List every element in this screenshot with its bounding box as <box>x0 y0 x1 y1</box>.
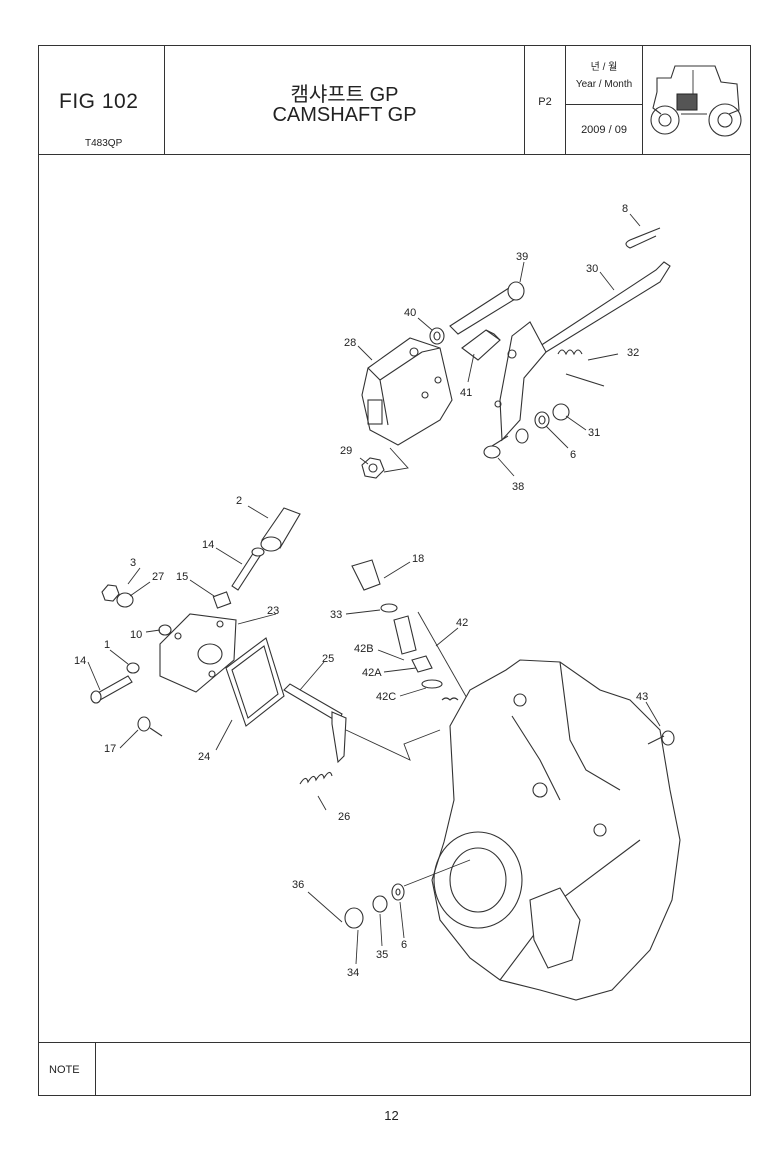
header-col-divider-4 <box>642 46 643 154</box>
washer-42c-part <box>421 679 443 689</box>
bolt-14-lower-part <box>90 675 133 704</box>
header-col-divider-3 <box>565 46 566 154</box>
nut-3-part <box>101 584 120 602</box>
title-english: CAMSHAFT GP <box>272 104 417 126</box>
bolt-38-part <box>483 435 509 459</box>
callout-42a: 42A <box>362 667 382 679</box>
callout-28: 28 <box>344 337 356 349</box>
callout-36: 36 <box>292 879 304 891</box>
washer-part <box>429 327 445 345</box>
callout-32: 32 <box>627 347 639 359</box>
page-code: P2 <box>538 96 552 108</box>
washer-6-lower-part <box>391 883 405 901</box>
callout-14-lower: 14 <box>74 655 86 667</box>
callout-6-lower: 6 <box>401 939 407 951</box>
note-label: NOTE <box>49 1064 80 1076</box>
oring-27-part <box>116 592 134 608</box>
callout-25: 25 <box>322 653 334 665</box>
title-korean: 캠샤프트 GP <box>290 84 399 106</box>
year-month-value: 2009 / 09 <box>581 124 627 136</box>
page-number: 12 <box>384 1108 399 1123</box>
spring-part <box>557 349 605 387</box>
callout-10: 10 <box>130 629 142 641</box>
callout-29: 29 <box>340 445 352 457</box>
callout-33: 33 <box>330 609 342 621</box>
callout-labels: 8 39 30 40 28 32 41 31 29 6 38 2 14 3 18… <box>74 203 648 979</box>
spring-26-part <box>299 771 333 785</box>
callout-43: 43 <box>636 691 648 703</box>
timing-case-part <box>431 659 681 1001</box>
year-month-label-ko: 년 / 월 <box>590 62 618 73</box>
lever-part <box>494 261 671 442</box>
callout-17: 17 <box>104 743 116 755</box>
leader-lines <box>87 213 661 965</box>
callout-38: 38 <box>512 481 524 493</box>
callout-35: 35 <box>376 949 388 961</box>
callout-2: 2 <box>236 495 242 507</box>
bolt-17-part <box>137 716 163 737</box>
ym-divider <box>565 104 642 105</box>
spring-42c-part <box>441 697 459 701</box>
page-frame: FIG 102 T483QP 캠샤프트 GP CAMSHAFT GP P2 년 … <box>38 45 751 1096</box>
callout-31: 31 <box>588 427 600 439</box>
cap-18-part <box>351 559 381 591</box>
plug-part-2 <box>260 507 301 552</box>
plate-23-part <box>159 613 237 693</box>
callout-30: 30 <box>586 263 598 275</box>
callout-6-upper: 6 <box>570 449 576 461</box>
callout-34: 34 <box>347 967 359 979</box>
washer-6-part <box>515 411 550 444</box>
callout-1: 1 <box>104 639 110 651</box>
fitting-part <box>461 329 501 361</box>
year-month-label-en: Year / Month <box>575 79 633 90</box>
note-col-divider <box>95 1042 96 1095</box>
callout-39: 39 <box>516 251 528 263</box>
shaft-25-part <box>283 683 347 764</box>
callout-18: 18 <box>412 553 424 565</box>
bolt-43-part <box>647 730 675 746</box>
nut-31-part <box>552 403 570 421</box>
rod-part <box>449 281 525 335</box>
nut-part <box>361 457 385 479</box>
callout-24: 24 <box>198 751 210 763</box>
governor-housing-part <box>361 337 453 446</box>
callout-27: 27 <box>152 571 164 583</box>
bushing-35-part <box>372 895 388 913</box>
callout-42c: 42C <box>376 691 396 703</box>
bearing-34-part <box>344 907 364 929</box>
fitting-15-part <box>212 591 232 609</box>
callout-40: 40 <box>404 307 416 319</box>
callout-23: 23 <box>267 605 279 617</box>
washer-33-part <box>380 603 398 613</box>
callout-3: 3 <box>130 557 136 569</box>
callout-14-upper: 14 <box>202 539 214 551</box>
header-divider <box>39 154 750 155</box>
callout-8: 8 <box>622 203 628 215</box>
bolt-14-upper-part <box>231 547 265 591</box>
header-col-divider-1 <box>164 46 165 154</box>
note-divider <box>39 1042 750 1043</box>
callout-15: 15 <box>176 571 188 583</box>
bolt-42b-part <box>393 615 417 655</box>
gasket-24-part <box>225 637 285 727</box>
washer-10-part <box>158 624 172 636</box>
nut-42a-part <box>411 655 433 673</box>
callout-26: 26 <box>338 811 350 823</box>
fig-label: FIG 102 <box>59 90 139 113</box>
callout-42b: 42B <box>354 643 374 655</box>
callout-41: 41 <box>460 387 472 399</box>
callout-42: 42 <box>456 617 468 629</box>
model-code: T483QP <box>85 138 123 149</box>
header-col-divider-2 <box>524 46 525 154</box>
tractor-thumbnail <box>650 65 742 137</box>
pin-part <box>625 227 661 249</box>
washer-1-part <box>126 662 140 674</box>
